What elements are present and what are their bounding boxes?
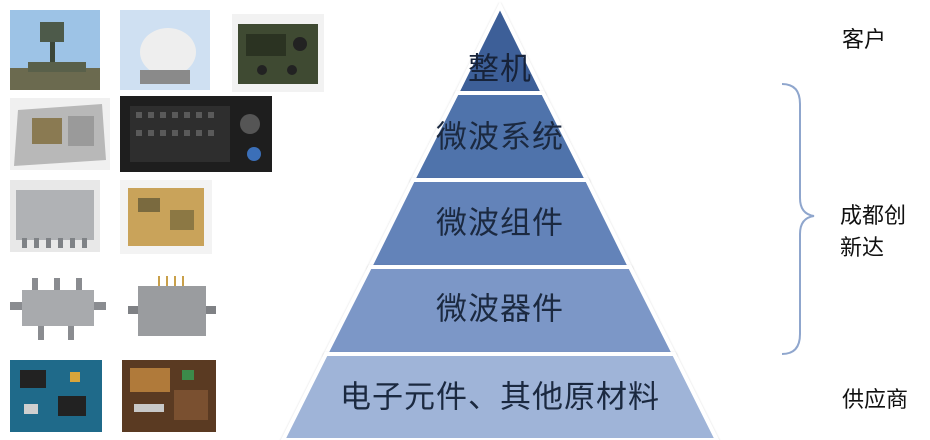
tier-label-microwave-assembly: 微波组件 — [436, 205, 564, 242]
customer-label: 客户 — [842, 28, 887, 53]
company-label-line1: 成都创 — [840, 204, 907, 229]
electronic-components-photo — [10, 360, 102, 432]
circuit-board-photo — [120, 180, 212, 254]
field-radio-photo — [232, 14, 324, 92]
supplier-label: 供应商 — [842, 388, 909, 413]
company-label-line2: 新达 — [840, 236, 885, 261]
rack-panel-photo — [120, 96, 272, 172]
tier-label-microwave-device: 微波器件 — [436, 291, 564, 328]
tier-label-whole-machine: 整机 — [468, 51, 532, 88]
pyramid-tier-materials — [280, 352, 720, 440]
amplifier-photo — [122, 272, 222, 346]
tier-label-raw-materials: 电子元件、其他原材料 — [340, 379, 660, 416]
company-bracket — [781, 83, 815, 355]
radar-antenna-photo — [10, 10, 100, 90]
radome-photo — [120, 10, 210, 90]
tier-label-microwave-system: 微波系统 — [436, 119, 564, 156]
rf-module-photo — [10, 180, 100, 252]
pcb-materials-photo — [122, 360, 216, 432]
microwave-component-photo — [8, 270, 108, 346]
microwave-chassis-photo — [10, 98, 110, 170]
